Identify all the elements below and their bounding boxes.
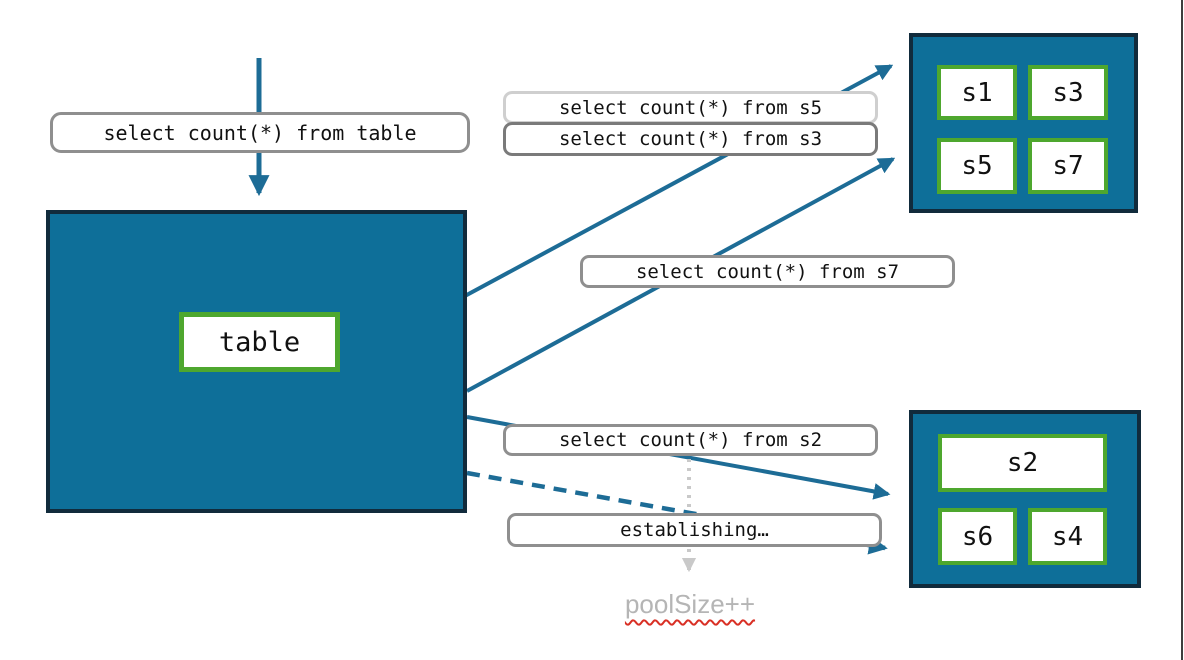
shard-cell-s6: s6 [938,508,1017,565]
table-inner-label: table [179,312,340,372]
query-label-table: select count(*) from table [50,112,470,153]
shard-cell-s4: s4 [1028,508,1107,565]
slide-edge-line [1181,0,1183,660]
query-label-s7: select count(*) from s7 [580,255,955,288]
pool-size-note-text: poolSize++ [624,589,756,619]
shard-group-bottom: s2 s6 s4 [909,410,1141,588]
shard-cell-s2: s2 [938,434,1107,492]
query-label-s5-text: select count(*) from s5 [558,96,823,119]
shard-cell-s1-text: s1 [961,77,993,108]
status-label-establishing-text: establishing… [620,519,769,541]
query-label-s2-text: select count(*) from s2 [558,429,823,451]
shard-cell-s7: s7 [1028,138,1108,194]
query-label-s5: select count(*) from s5 [503,91,878,124]
shard-cell-s3-text: s3 [1052,77,1084,108]
pool-size-note: poolSize++ [590,589,790,620]
shard-cell-s3: s3 [1028,65,1108,120]
query-label-s7-text: select count(*) from s7 [635,260,900,283]
table-box: table [46,210,467,513]
shard-cell-s5: s5 [937,138,1017,194]
shard-cell-s5-text: s5 [961,151,993,181]
shard-group-top: s1 s3 s5 s7 [909,33,1138,213]
table-label-text: table [218,326,301,358]
shard-cell-s6-text: s6 [961,521,994,552]
shard-cell-s2-text: s2 [1006,448,1039,478]
status-label-establishing: establishing… [507,513,882,547]
query-label-s3: select count(*) from s3 [503,122,878,156]
query-label-s2: select count(*) from s2 [503,424,878,456]
shard-cell-s1: s1 [937,65,1017,120]
shard-cell-s7-text: s7 [1052,151,1084,181]
query-label-table-text: select count(*) from table [103,120,417,145]
shard-cell-s4-text: s4 [1051,521,1084,552]
query-label-s3-text: select count(*) from s3 [558,128,823,150]
